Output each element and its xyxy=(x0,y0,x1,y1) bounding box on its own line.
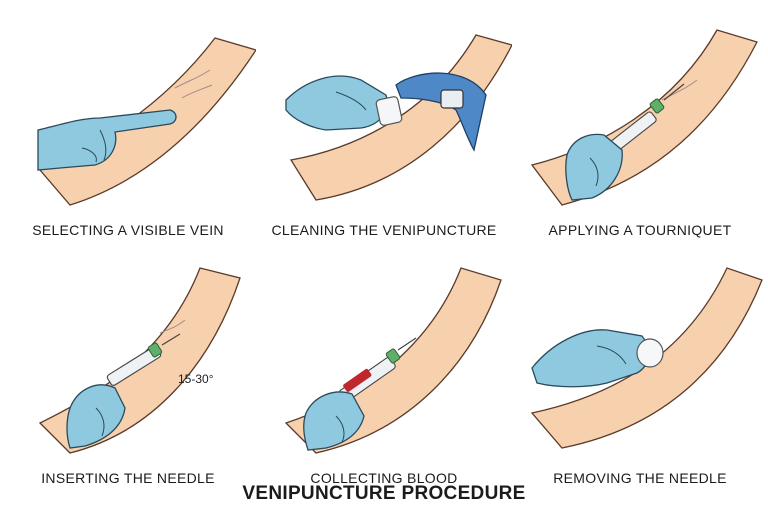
caption-collecting-blood: COLLECTING BLOOD xyxy=(310,470,458,486)
angle-label: 15-30° xyxy=(178,372,214,386)
panel-collecting-blood: COLLECTING BLOOD xyxy=(256,248,512,488)
syringe-glove-icon xyxy=(565,83,685,201)
tourniquet-icon xyxy=(395,72,487,152)
tourniquet-step-illustration xyxy=(530,29,758,206)
caption-inserting-needle: INSERTING THE NEEDLE xyxy=(41,470,215,486)
removing-needle-illustration xyxy=(530,267,763,449)
inserting-needle-illustration: 15-30° xyxy=(38,267,241,454)
panel-cleaning-site: CLEANING THE VENIPUNCTURE xyxy=(256,0,512,240)
selecting-vein-illustration xyxy=(37,37,256,206)
caption-tourniquet: APPLYING A TOURNIQUET xyxy=(548,222,732,238)
collecting-blood-illustration xyxy=(284,267,502,454)
cotton-ball-icon xyxy=(531,329,664,388)
caption-selecting-vein: SELECTING A VISIBLE VEIN xyxy=(32,222,224,238)
syringe-angle-icon xyxy=(66,333,181,449)
panel-removing-needle: REMOVING THE NEEDLE xyxy=(512,248,768,488)
caption-removing-needle: REMOVING THE NEEDLE xyxy=(553,470,727,486)
panel-selecting-vein: SELECTING A VISIBLE VEIN xyxy=(0,0,256,240)
panel-inserting-needle: 15-30° INSERTING THE NEEDLE xyxy=(0,248,256,488)
swab-glove-icon xyxy=(285,75,403,131)
diagram-title: VENIPUNCTURE PROCEDURE xyxy=(242,483,526,504)
pointing-glove-icon xyxy=(37,109,177,171)
caption-cleaning-site: CLEANING THE VENIPUNCTURE xyxy=(271,222,497,238)
cleaning-site-illustration xyxy=(285,34,512,201)
panel-tourniquet: APPLYING A TOURNIQUET xyxy=(512,0,768,240)
blood-syringe-icon xyxy=(303,337,417,451)
